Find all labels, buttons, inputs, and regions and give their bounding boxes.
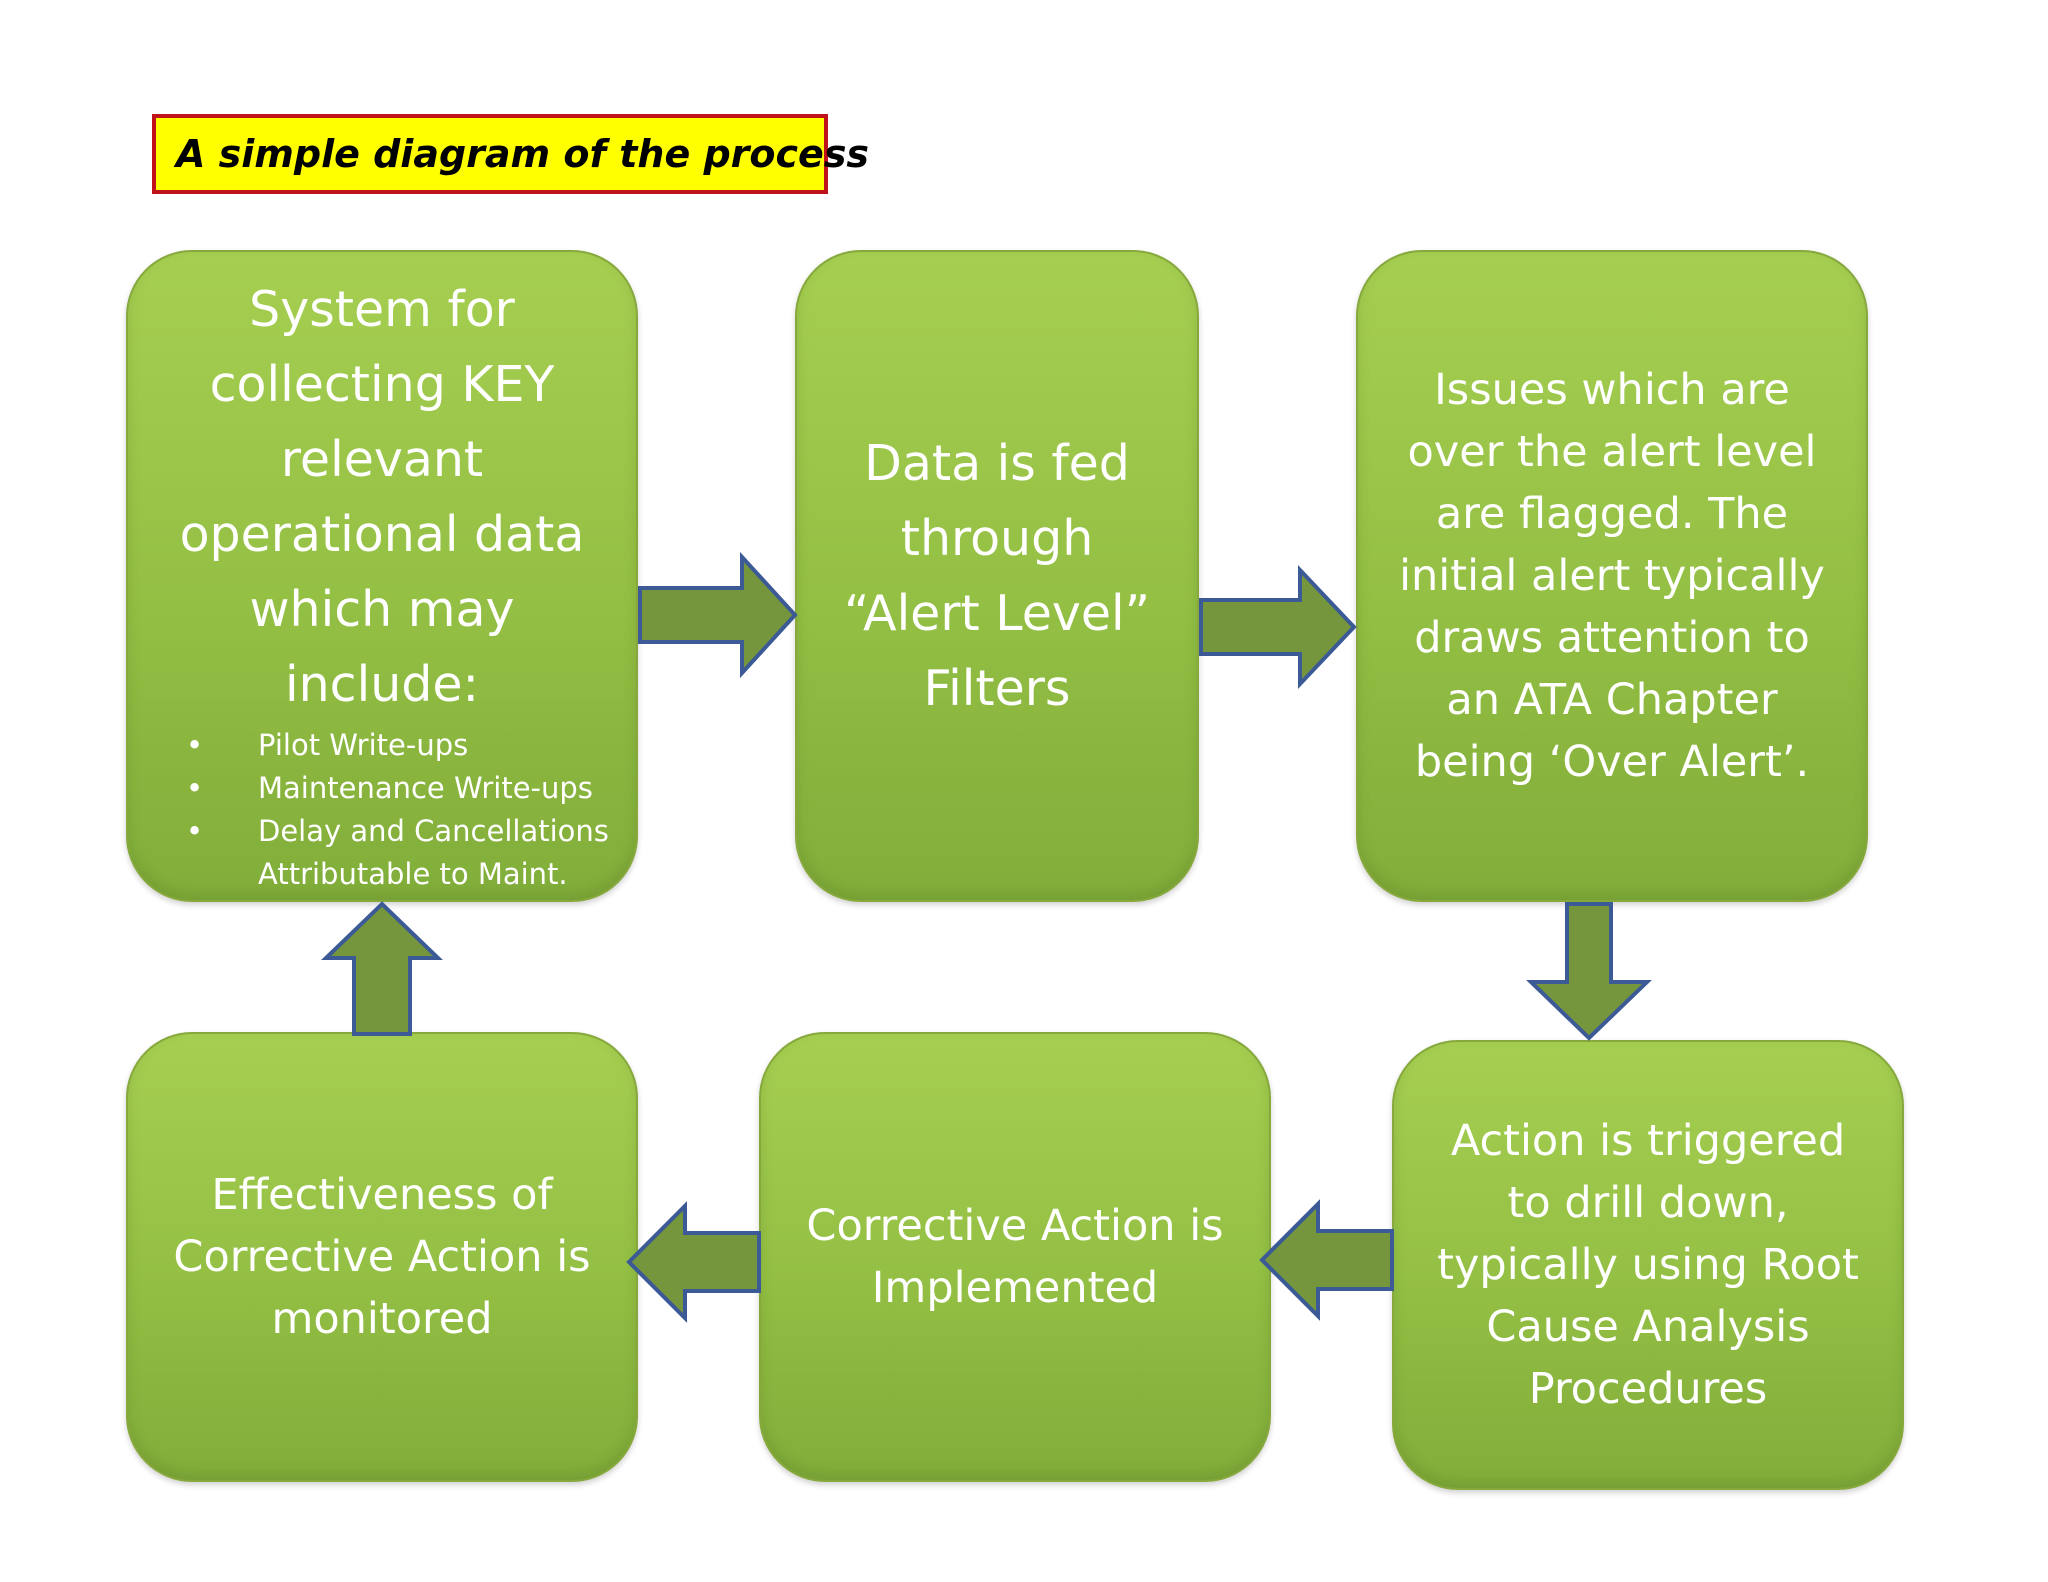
bullet-icon: • [186, 728, 204, 762]
box-effectiveness-monitored: Effectiveness of Corrective Action is mo… [126, 1032, 638, 1482]
box-alert-filters-line: Data is fed [864, 435, 1130, 492]
box-drill-down-line: typically using Root [1437, 1240, 1859, 1290]
box-data-collection-line: relevant [280, 431, 484, 488]
arrow-left-icon [626, 1201, 761, 1323]
data-source-label: Delay and Cancellations [258, 814, 609, 848]
arrow-right-icon [638, 551, 798, 679]
box-alert-filters-line: through [900, 510, 1094, 567]
box-issues-flagged-line: initial alert typically [1399, 551, 1825, 601]
data-source-continuation: Attributable to Maint. [258, 857, 568, 891]
data-source-list: •Pilot Write-ups •Maintenance Write-ups … [146, 724, 618, 896]
box-effectiveness-monitored-line: Effectiveness of [211, 1170, 553, 1220]
box-issues-flagged-line: are flagged. The [1435, 489, 1789, 539]
box-effectiveness-monitored-line: monitored [271, 1294, 493, 1344]
box-drill-down-line: Procedures [1528, 1364, 1768, 1414]
box-issues-flagged: Issues which are over the alert level ar… [1356, 250, 1868, 902]
data-source-item: • Pilot Write-ups [146, 724, 618, 767]
arrow-down-icon [1526, 902, 1652, 1041]
box-data-collection-line: operational data [179, 506, 585, 563]
box-data-collection: System for collecting KEY relevant opera… [126, 250, 638, 902]
box-alert-filters-line: “Alert Level” [843, 585, 1150, 642]
box-drill-down-line: Action is triggered [1450, 1116, 1846, 1166]
box-drill-down-line: Cause Analysis [1486, 1302, 1810, 1352]
box-alert-filters: Data is fed through “Alert Level” Filter… [795, 250, 1199, 902]
box-corrective-action: Corrective Action is Implemented [759, 1032, 1271, 1482]
bullet-icon: • [186, 814, 204, 848]
data-source-label: Maintenance Write-ups [258, 771, 593, 805]
box-drill-down-line: to drill down, [1507, 1178, 1789, 1228]
arrow-up-icon [321, 901, 443, 1036]
box-issues-flagged-line: an ATA Chapter [1446, 675, 1778, 725]
box-issues-flagged-line: over the alert level [1407, 427, 1817, 477]
box-effectiveness-monitored-line: Corrective Action is [173, 1232, 591, 1282]
bullet-icon: • [186, 771, 204, 805]
box-issues-flagged-line: draws attention to [1414, 613, 1810, 663]
box-data-collection-line: System for [249, 281, 515, 338]
box-corrective-action-line: Corrective Action is [806, 1201, 1224, 1251]
box-issues-flagged-line: being ‘Over Alert’. [1414, 737, 1810, 787]
arrow-left-icon [1259, 1199, 1394, 1321]
box-corrective-action-line: Implemented [871, 1263, 1159, 1313]
diagram-title: A simple diagram of the process [152, 114, 869, 194]
box-data-collection-line: include: [284, 656, 480, 713]
box-issues-flagged-line: Issues which are [1434, 365, 1790, 415]
arrow-right-icon [1199, 564, 1357, 690]
data-source-item: • Maintenance Write-ups [146, 767, 618, 810]
box-drill-down: Action is triggered to drill down, typic… [1392, 1040, 1904, 1490]
box-alert-filters-line: Filters [923, 660, 1071, 717]
box-data-collection-line: collecting KEY [209, 356, 555, 413]
box-data-collection-line: which may [249, 581, 515, 638]
data-source-label: Pilot Write-ups [258, 728, 469, 762]
data-source-item: • Delay and Cancellations [146, 810, 618, 853]
